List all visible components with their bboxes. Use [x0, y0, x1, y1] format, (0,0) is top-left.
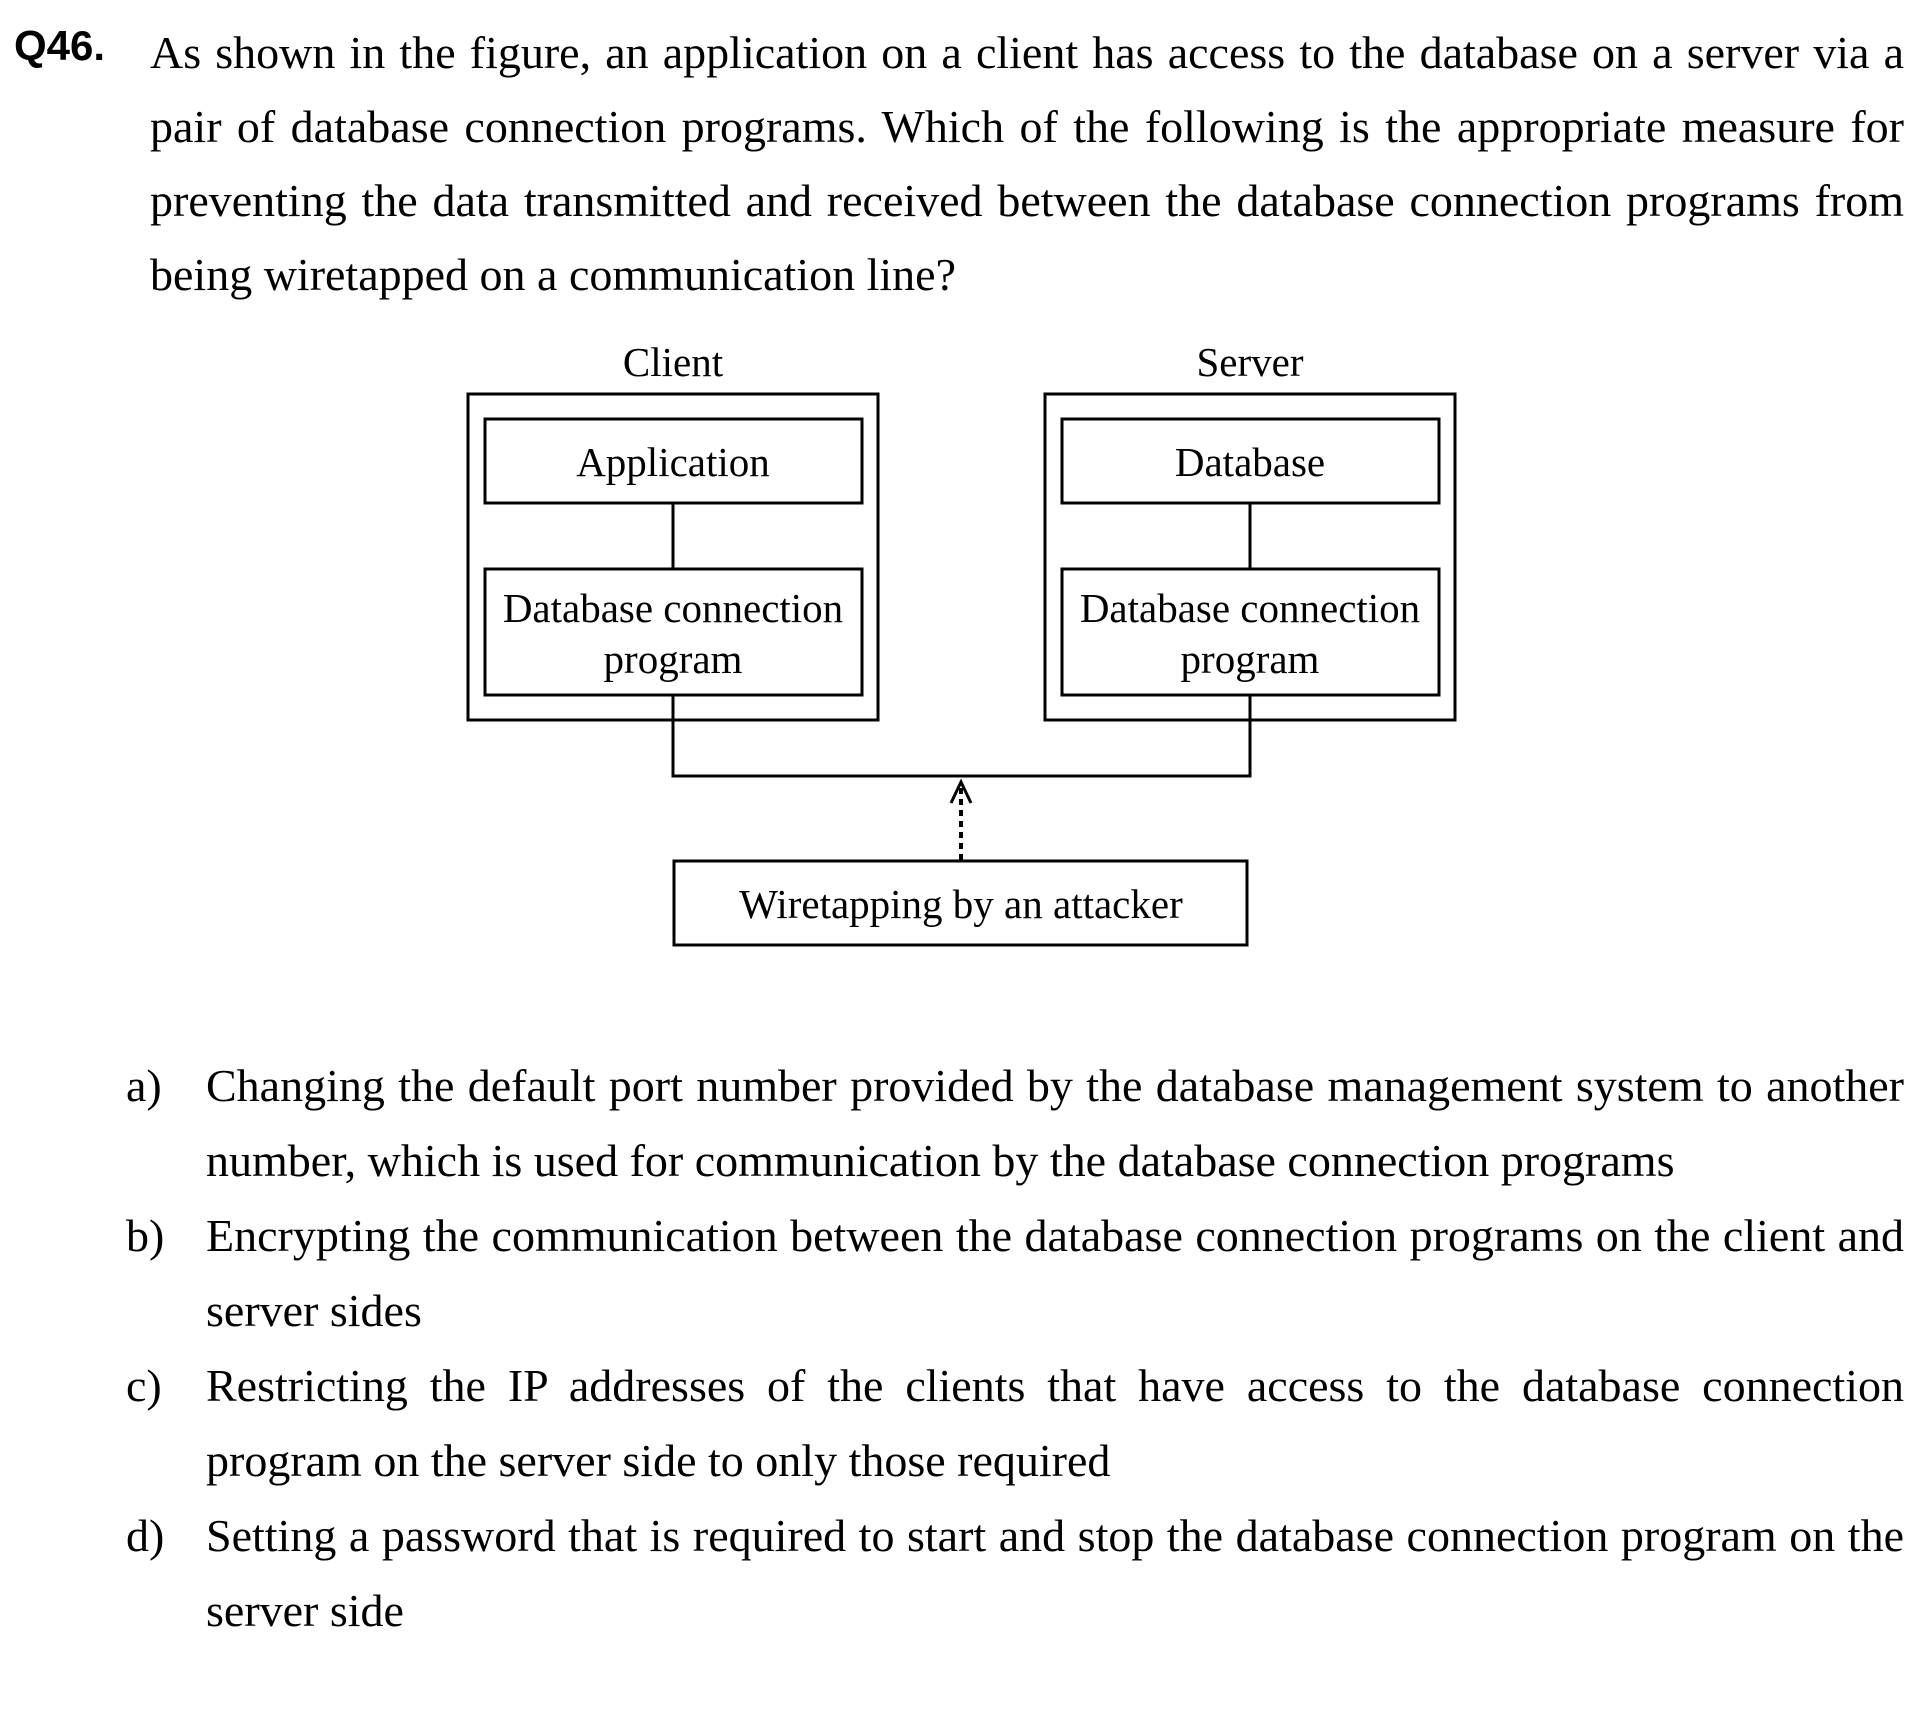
- option-text: Changing the default port number provide…: [206, 1060, 1904, 1186]
- answer-options: a) Changing the default port number prov…: [126, 1048, 1904, 1648]
- server-label: Server: [1196, 339, 1303, 385]
- server-connection-program-line1: Database connection: [1080, 585, 1420, 631]
- option-text: Encrypting the communication between the…: [206, 1210, 1904, 1336]
- server-connection-program-line2: program: [1181, 636, 1320, 682]
- option-letter: c): [126, 1360, 162, 1411]
- attacker-box: [672, 859, 1249, 947]
- option-letter: a): [126, 1060, 162, 1111]
- option-text: Restricting the IP addresses of the clie…: [206, 1360, 1904, 1486]
- option-b[interactable]: b) Encrypting the communication between …: [126, 1198, 1904, 1348]
- question-text: As shown in the figure, an application o…: [150, 27, 1904, 300]
- client-connection-program-line1: Database connection: [503, 585, 843, 631]
- option-letter: d): [126, 1510, 165, 1561]
- client-label: Client: [623, 339, 724, 385]
- attacker-label: Wiretapping by an attacker: [739, 881, 1183, 927]
- question-number: Q46.: [14, 22, 106, 69]
- option-d[interactable]: d) Setting a password that is required t…: [126, 1498, 1904, 1648]
- option-text: Setting a password that is required to s…: [206, 1510, 1904, 1636]
- option-c[interactable]: c) Restricting the IP addresses of the c…: [126, 1348, 1904, 1498]
- communication-line: [671, 695, 1252, 778]
- client-connection-program-line2: program: [604, 636, 743, 682]
- network-diagram: Client Application Database connection p…: [466, 339, 1457, 947]
- application-label: Application: [576, 439, 770, 485]
- wiretap-arrow-head: [949, 778, 973, 804]
- database-label: Database: [1175, 439, 1325, 485]
- option-a[interactable]: a) Changing the default port number prov…: [126, 1048, 1904, 1198]
- option-letter: b): [126, 1210, 165, 1261]
